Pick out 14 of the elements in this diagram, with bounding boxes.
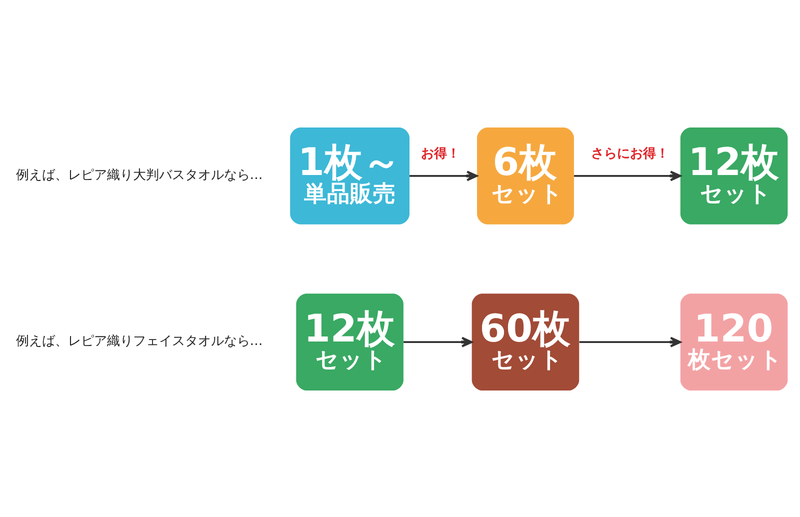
node-box: 12枚 セット (296, 293, 404, 390)
label: 例えば、レピア織り大判バスタオルなら… (16, 167, 263, 182)
arrow (410, 170, 478, 181)
node-box: 12枚 セット (680, 126, 788, 224)
node-box: 120 枚セット (680, 293, 788, 390)
node-box: 6枚 セット (477, 126, 574, 224)
edge-label: さらにお得！ (590, 146, 669, 161)
arrow (404, 336, 473, 347)
arrow (579, 336, 682, 347)
node-box: 1枚～ 単品販売 (290, 126, 410, 224)
label: 例えば、レピア織りフェイスタオルなら… (16, 334, 263, 349)
arrow (574, 170, 682, 181)
node-box: 60枚 セット (472, 293, 580, 390)
edge-label: お得！ (420, 146, 460, 161)
